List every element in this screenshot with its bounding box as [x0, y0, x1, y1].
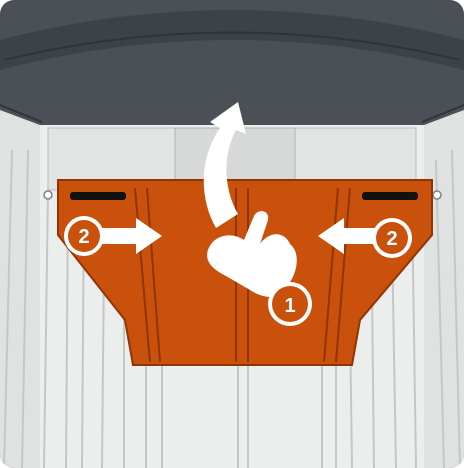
- center-step-number: 1: [284, 295, 295, 317]
- left-screw: [44, 191, 52, 199]
- right-slot: [362, 192, 418, 200]
- left-slot: [70, 192, 126, 200]
- right-step-number: 2: [386, 228, 397, 250]
- left-step-number: 2: [78, 226, 89, 248]
- right-screw: [433, 191, 441, 199]
